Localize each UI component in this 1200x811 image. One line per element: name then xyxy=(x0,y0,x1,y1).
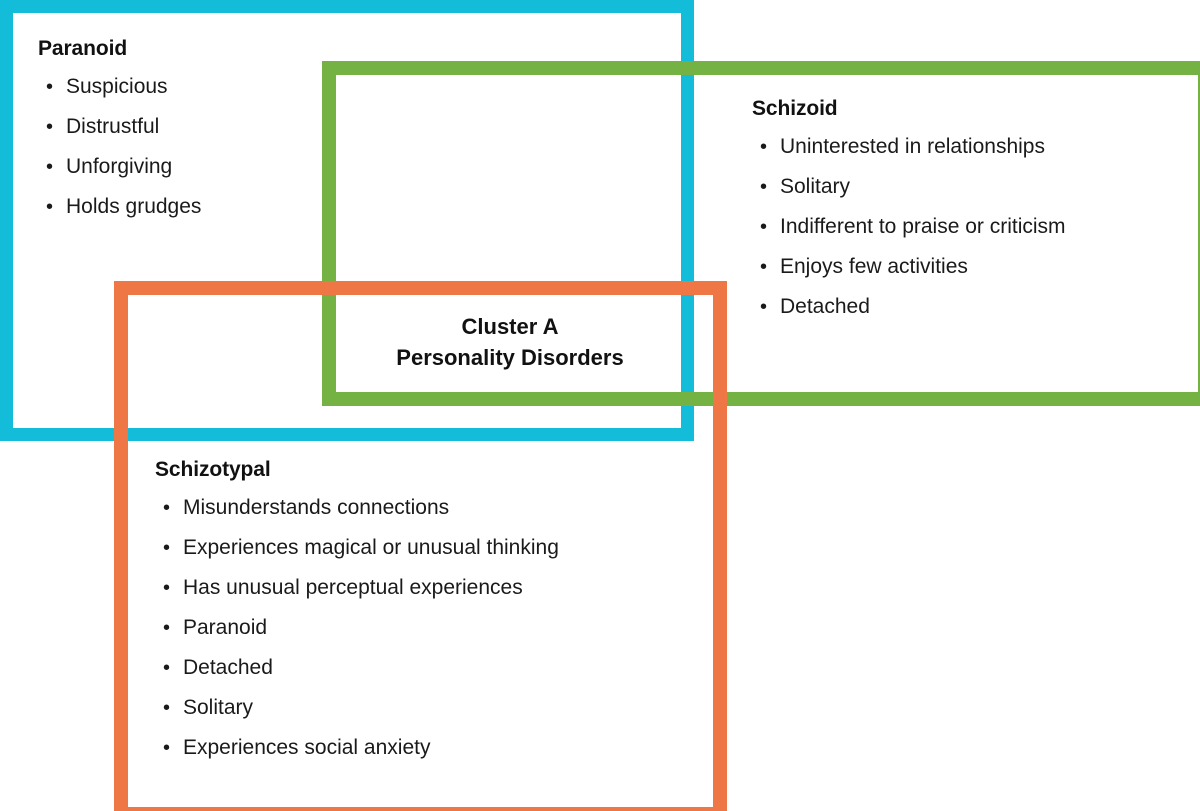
schizotypal-panel: Schizotypal • Misunderstands connections… xyxy=(155,457,559,768)
trait-label: Uninterested in relationships xyxy=(780,135,1045,159)
bullet-icon: • xyxy=(760,296,768,319)
bullet-icon: • xyxy=(163,617,171,640)
paranoid-title: Paranoid xyxy=(38,37,128,60)
bullet-icon: • xyxy=(46,156,54,179)
trait-label: Has unusual perceptual experiences xyxy=(183,576,523,600)
paranoid-panel: Paranoid • Suspicious • Distrustful • Un… xyxy=(38,36,201,227)
list-item: • Unforgiving xyxy=(38,147,201,187)
bullet-icon: • xyxy=(760,216,768,239)
list-item: • Solitary xyxy=(752,167,1066,207)
trait-label: Distrustful xyxy=(66,115,160,139)
trait-label: Misunderstands connections xyxy=(183,496,450,520)
trait-label: Holds grudges xyxy=(66,195,202,219)
trait-label: Unforgiving xyxy=(66,155,173,179)
list-item: • Distrustful xyxy=(38,107,201,147)
trait-label: Indifferent to praise or criticism xyxy=(780,215,1066,239)
list-item: • Enjoys few activities xyxy=(752,247,1066,287)
schizotypal-group-outline xyxy=(114,281,727,811)
list-item: • Detached xyxy=(155,648,559,688)
paranoid-trait-list: • Suspicious • Distrustful • Unforgiving… xyxy=(38,67,201,227)
bullet-icon: • xyxy=(760,256,768,279)
bullet-icon: • xyxy=(163,537,171,560)
list-item: • Detached xyxy=(752,287,1066,327)
list-item: • Misunderstands connections xyxy=(155,488,559,528)
schizoid-title: Schizoid xyxy=(752,97,838,120)
bullet-icon: • xyxy=(163,497,171,520)
paranoid-group-outline xyxy=(0,0,694,441)
bullet-icon: • xyxy=(760,136,768,159)
schizotypal-title: Schizotypal xyxy=(155,458,271,481)
trait-label: Experiences magical or unusual thinking xyxy=(183,536,559,560)
bullet-icon: • xyxy=(163,697,171,720)
schizoid-panel: Schizoid • Uninterested in relationships… xyxy=(752,96,1066,327)
trait-label: Solitary xyxy=(780,175,851,199)
bullet-icon: • xyxy=(46,76,54,99)
trait-label: Detached xyxy=(780,295,870,319)
list-item: • Indifferent to praise or criticism xyxy=(752,207,1066,247)
bullet-icon: • xyxy=(760,176,768,199)
list-item: • Experiences social anxiety xyxy=(155,728,559,768)
schizoid-trait-list: • Uninterested in relationships • Solita… xyxy=(752,127,1066,327)
center-label-line-2: Personality Disorders xyxy=(396,345,624,370)
trait-label: Solitary xyxy=(183,696,254,720)
bullet-icon: • xyxy=(163,657,171,680)
trait-label: Paranoid xyxy=(183,616,268,640)
list-item: • Uninterested in relationships xyxy=(752,127,1066,167)
trait-label: Detached xyxy=(183,656,273,680)
trait-label: Experiences social anxiety xyxy=(183,736,431,760)
trait-label: Suspicious xyxy=(66,75,168,99)
schizoid-group-outline xyxy=(322,61,1200,406)
schizotypal-trait-list: • Misunderstands connections • Experienc… xyxy=(155,488,559,768)
list-item: • Experiences magical or unusual thinkin… xyxy=(155,528,559,568)
list-item: • Has unusual perceptual experiences xyxy=(155,568,559,608)
center-label-line-1: Cluster A xyxy=(461,314,559,339)
bullet-icon: • xyxy=(163,577,171,600)
list-item: • Holds grudges xyxy=(38,187,201,227)
bullet-icon: • xyxy=(46,196,54,219)
center-label: Cluster A Personality Disorders xyxy=(345,311,675,373)
bullet-icon: • xyxy=(163,737,171,760)
trait-label: Enjoys few activities xyxy=(780,255,968,279)
list-item: • Solitary xyxy=(155,688,559,728)
list-item: • Paranoid xyxy=(155,608,559,648)
list-item: • Suspicious xyxy=(38,67,201,107)
bullet-icon: • xyxy=(46,116,54,139)
